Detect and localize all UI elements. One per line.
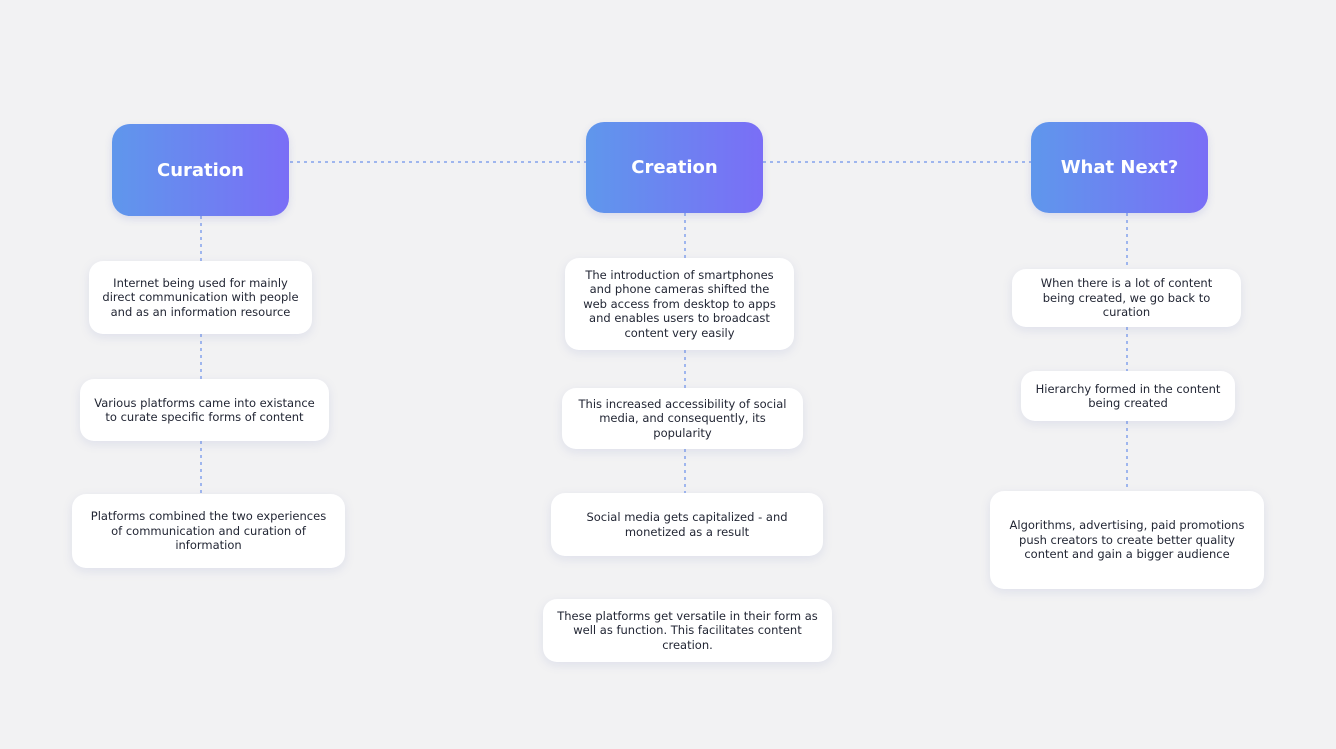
- card-whatnext-3: Algorithms, advertising, paid promotions…: [990, 491, 1264, 589]
- header-what-next: What Next?: [1031, 122, 1208, 213]
- header-curation: Curation: [112, 124, 289, 216]
- header-what-next-label: What Next?: [1060, 157, 1179, 178]
- card-creation-3: Social media gets capitalized - and mone…: [551, 493, 823, 556]
- card-text: Algorithms, advertising, paid promotions…: [1009, 518, 1245, 562]
- card-curation-2: Various platforms came into existance to…: [80, 379, 329, 441]
- header-creation: Creation: [586, 122, 763, 213]
- card-creation-1: The introduction of smartphones and phon…: [565, 258, 794, 350]
- card-creation-2: This increased accessibility of social m…: [562, 388, 803, 449]
- header-curation-label: Curation: [156, 159, 244, 181]
- card-text: Internet being used for mainly direct co…: [102, 275, 299, 319]
- card-text: The introduction of smartphones and phon…: [583, 267, 776, 340]
- card-text: Social media gets capitalized - and mone…: [586, 510, 788, 539]
- card-text: Various platforms came into existance to…: [94, 395, 315, 425]
- card-creation-4: These platforms get versatile in their f…: [543, 599, 832, 662]
- card-curation-3: Platforms combined the two experiences o…: [72, 494, 345, 568]
- card-curation-1: Internet being used for mainly direct co…: [89, 261, 312, 334]
- card-text: This increased accessibility of social m…: [578, 396, 787, 440]
- card-whatnext-2: Hierarchy formed in the content being cr…: [1021, 371, 1235, 421]
- card-text: Hierarchy formed in the content being cr…: [1035, 381, 1221, 411]
- card-whatnext-1: When there is a lot of content being cre…: [1012, 269, 1241, 327]
- card-text: These platforms get versatile in their f…: [557, 608, 818, 652]
- card-text: When there is a lot of content being cre…: [1040, 276, 1213, 320]
- card-text: Platforms combined the two experiences o…: [90, 509, 327, 553]
- header-creation-label: Creation: [631, 157, 718, 178]
